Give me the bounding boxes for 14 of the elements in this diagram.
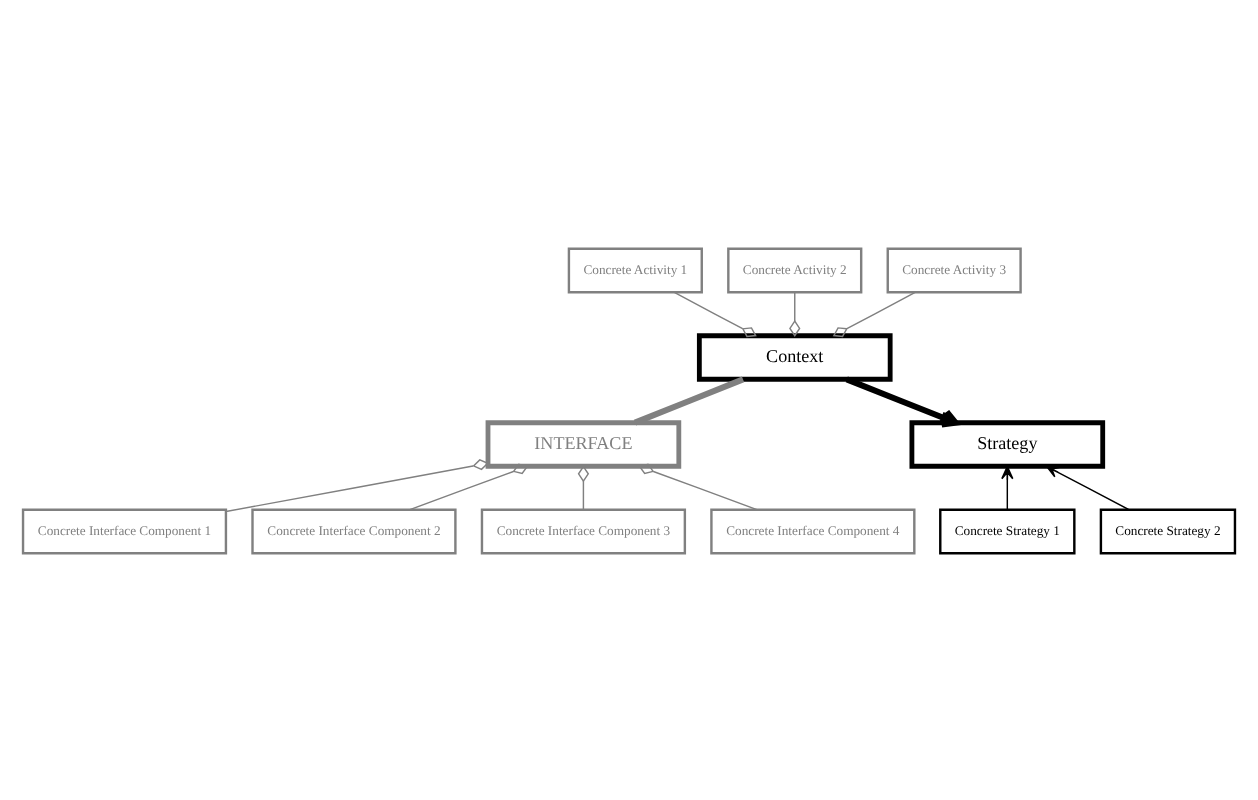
arrow: [1045, 464, 1130, 510]
connector: [832, 290, 916, 337]
arrow: [845, 375, 959, 427]
connector: [577, 464, 590, 510]
connector: [638, 462, 758, 510]
node-box: Context: [696, 332, 893, 381]
connector: [409, 462, 529, 510]
node-box: INTERFACE: [485, 419, 682, 468]
node-box: Strategy: [909, 419, 1106, 468]
connector: [225, 458, 490, 512]
connector: [789, 290, 801, 336]
arrow: [1001, 464, 1014, 510]
connector: [633, 375, 745, 425]
connector: [673, 290, 757, 337]
